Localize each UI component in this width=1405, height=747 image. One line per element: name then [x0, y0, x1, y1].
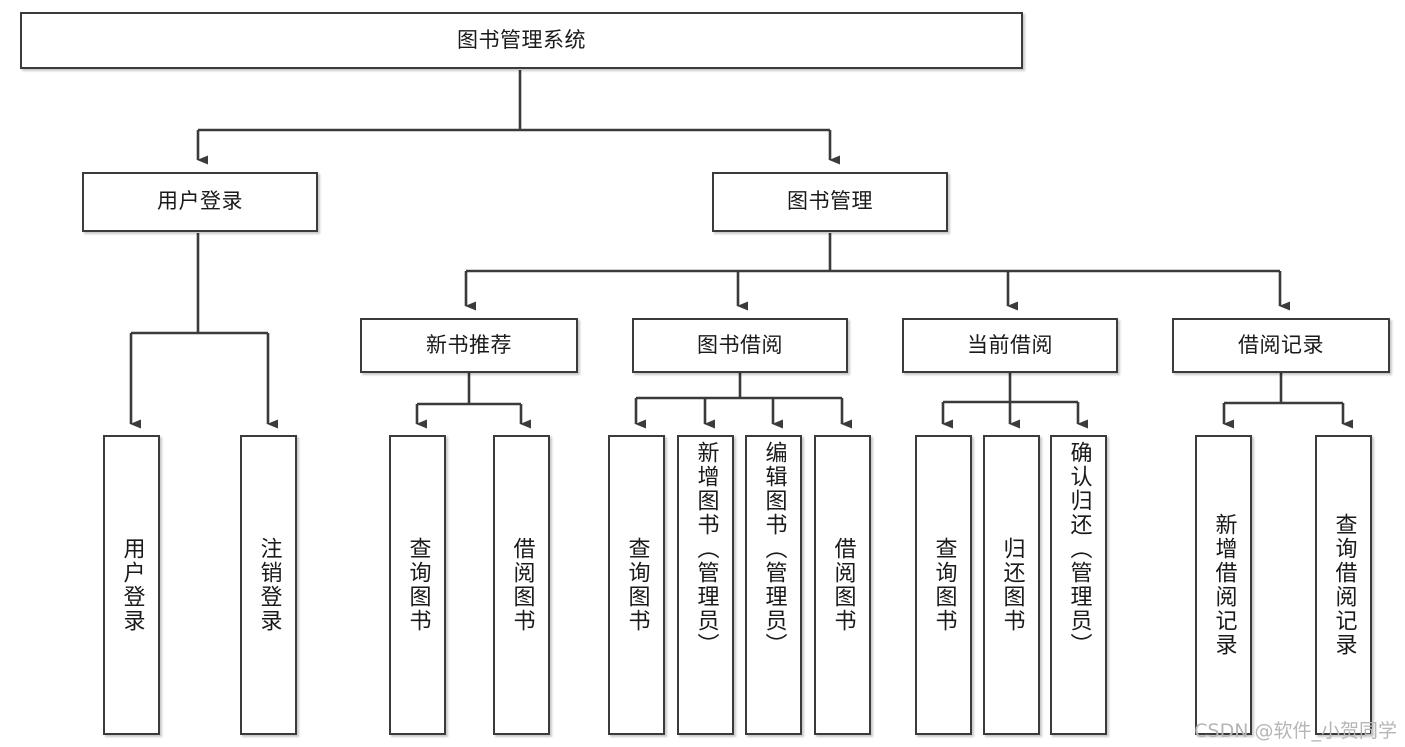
node-label: 编辑图书（管理员） — [761, 441, 787, 657]
node-leaf-query-record[interactable]: 查询借阅记录 — [1315, 435, 1372, 735]
node-leaf-query-book-2[interactable]: 查询图书 — [608, 435, 665, 735]
node-leaf-query-book-3[interactable]: 查询图书 — [915, 435, 972, 735]
node-book-management[interactable]: 图书管理 — [712, 172, 948, 232]
node-leaf-add-record[interactable]: 新增借阅记录 — [1195, 435, 1252, 735]
node-label: 借阅记录 — [1238, 332, 1324, 357]
node-label: 图书管理 — [787, 189, 873, 214]
node-user-login[interactable]: 用户登录 — [82, 172, 318, 232]
node-label: 图书借阅 — [697, 332, 783, 357]
node-leaf-borrow-book-1[interactable]: 借阅图书 — [493, 435, 550, 735]
node-leaf-query-book-1[interactable]: 查询图书 — [389, 435, 446, 735]
node-label: 查询图书 — [405, 537, 431, 633]
node-label: 确认归还（管理员） — [1066, 441, 1092, 657]
node-label: 查询图书 — [931, 537, 957, 633]
node-label: 用户登录 — [157, 189, 243, 214]
node-label: 新书推荐 — [426, 332, 512, 357]
node-leaf-confirm-return[interactable]: 确认归还（管理员） — [1050, 435, 1107, 735]
node-label: 注销登录 — [256, 537, 282, 633]
node-label: 新增借阅记录 — [1211, 513, 1237, 657]
node-label: 借阅图书 — [509, 537, 535, 633]
node-label: 查询图书 — [624, 537, 650, 633]
node-label: 新增图书（管理员） — [693, 441, 719, 657]
node-book-management-system[interactable]: 图书管理系统 — [20, 12, 1023, 69]
node-leaf-edit-book[interactable]: 编辑图书（管理员） — [745, 435, 802, 735]
node-current-borrow[interactable]: 当前借阅 — [902, 318, 1118, 373]
node-leaf-return-book[interactable]: 归还图书 — [983, 435, 1040, 735]
node-label: 图书管理系统 — [457, 27, 586, 52]
node-leaf-add-book[interactable]: 新增图书（管理员） — [677, 435, 734, 735]
node-label: 当前借阅 — [967, 332, 1053, 357]
node-label: 用户登录 — [119, 537, 145, 633]
node-book-borrow[interactable]: 图书借阅 — [632, 318, 848, 373]
node-label: 查询借阅记录 — [1331, 513, 1357, 657]
node-leaf-logout[interactable]: 注销登录 — [240, 435, 297, 735]
node-leaf-user-login[interactable]: 用户登录 — [103, 435, 160, 735]
node-label: 借阅图书 — [830, 537, 856, 633]
node-new-book-recommend[interactable]: 新书推荐 — [360, 318, 578, 373]
node-leaf-borrow-book-2[interactable]: 借阅图书 — [814, 435, 871, 735]
node-borrow-record[interactable]: 借阅记录 — [1172, 318, 1390, 373]
node-label: 归还图书 — [999, 537, 1025, 633]
